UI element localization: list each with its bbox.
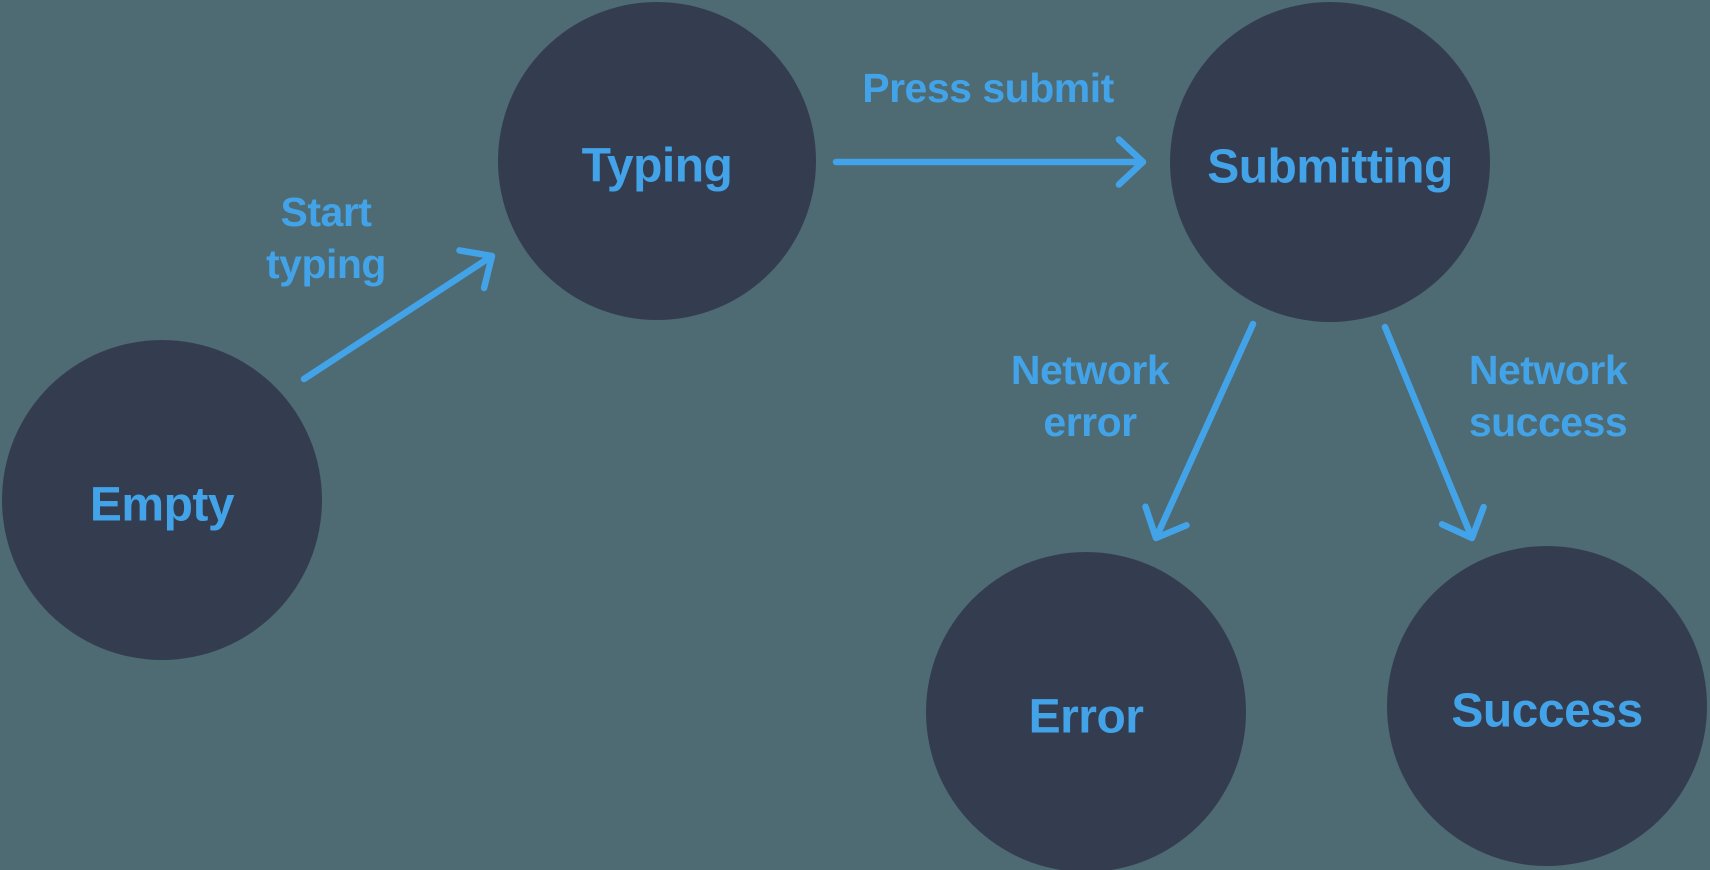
transition-label-line: Press submit — [862, 65, 1114, 111]
transition-label-line: error — [1043, 399, 1137, 445]
transition-arrow-network-error — [1142, 320, 1257, 542]
transition-arrow-press-submit — [832, 136, 1147, 188]
state-node-submitting — [1170, 2, 1490, 322]
state-node-typing — [498, 2, 816, 320]
state-label-empty: Empty — [90, 479, 235, 532]
transition-label-network-error: Network error — [1011, 347, 1170, 445]
transition-label-network-success: Network success — [1469, 347, 1628, 445]
state-label-error: Error — [1029, 691, 1144, 744]
transition-label-line: Network — [1011, 347, 1170, 393]
transition-label-start-typing: Start typing — [266, 189, 386, 287]
transition-label-line: Network — [1469, 347, 1628, 393]
transition-label-line: Start — [281, 189, 373, 235]
transition-label-line: typing — [266, 241, 386, 287]
transition-arrow-network-success — [1381, 323, 1487, 542]
state-node-error — [926, 552, 1246, 870]
transition-label-press-submit: Press submit — [862, 65, 1114, 111]
state-label-success: Success — [1451, 685, 1642, 738]
state-node-success — [1387, 546, 1707, 866]
state-label-typing: Typing — [582, 140, 733, 193]
state-label-submitting: Submitting — [1207, 141, 1453, 194]
state-node-empty — [2, 340, 322, 660]
transition-label-line: success — [1469, 399, 1627, 445]
transition-arrow-start-typing — [300, 247, 496, 383]
